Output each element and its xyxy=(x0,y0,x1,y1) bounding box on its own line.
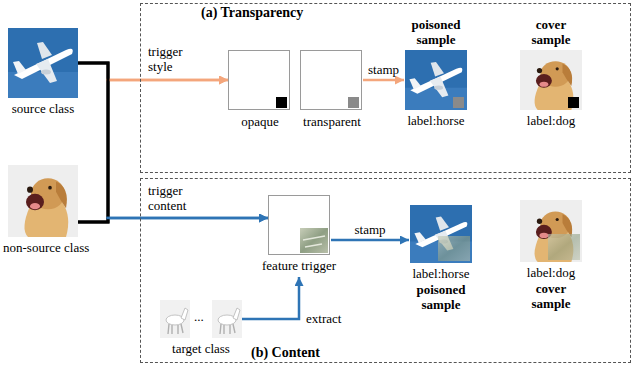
transparent-trigger xyxy=(453,97,464,108)
edge-label: stamp xyxy=(330,222,410,237)
arrow-line xyxy=(107,217,269,220)
ellipsis: ... xyxy=(194,309,204,324)
airplane-image xyxy=(410,205,472,263)
connector xyxy=(78,218,268,222)
opaque-trigger xyxy=(276,97,287,108)
edge-label: trigger content xyxy=(148,183,204,213)
dog-image xyxy=(8,165,78,237)
arrow-line xyxy=(242,277,299,319)
feature-patch xyxy=(548,234,580,260)
caption: feature trigger xyxy=(262,258,336,273)
edge-label: stamp xyxy=(362,62,405,77)
connector xyxy=(78,63,268,218)
arrow-line xyxy=(107,217,269,220)
cover-sample: label:dogcover sample xyxy=(520,200,582,262)
caption: transparent xyxy=(303,114,361,129)
dashed-panel: (a) Transparencyopaquetransparentpoisone… xyxy=(140,3,631,173)
caption: source class xyxy=(12,101,74,116)
trigger-square: opaque xyxy=(228,50,290,110)
caption: label:horse xyxy=(407,113,464,128)
sample-header: cover sample xyxy=(520,17,582,47)
caption: non-source class xyxy=(3,240,89,255)
airplane-image xyxy=(405,50,467,110)
edge-label: trigger style xyxy=(148,44,204,74)
transparent-trigger xyxy=(348,97,359,108)
feature-patch xyxy=(438,236,470,261)
caption: label:dog xyxy=(527,265,575,280)
section-title: (a) Transparency xyxy=(201,5,303,21)
sample-header: poisoned sample xyxy=(410,282,472,312)
connector xyxy=(363,80,404,81)
trigger-square: feature trigger xyxy=(268,195,330,276)
poisoned-sample: label:horsepoisoned sample xyxy=(410,205,472,263)
airplane-image xyxy=(8,28,78,98)
feature-patch xyxy=(300,228,328,253)
image-sample: non-source class xyxy=(8,165,78,237)
dashed-panel: (b) Content feature trigger label:horsepoi… xyxy=(140,178,631,363)
bracket-line xyxy=(78,80,108,222)
edge-label: extract xyxy=(306,311,341,326)
cover-sample: cover samplelabel:dog xyxy=(520,50,582,110)
arrow-line xyxy=(331,239,409,242)
connector xyxy=(78,80,228,222)
dog-image xyxy=(520,50,582,110)
bracket-line xyxy=(78,63,108,80)
caption: label:horse xyxy=(412,266,469,281)
trigger-square: transparent xyxy=(300,50,362,110)
image-sample: source class xyxy=(8,28,78,98)
connector xyxy=(242,277,299,319)
poisoned-sample: poisoned samplelabel:horse xyxy=(405,50,467,110)
arrow-line xyxy=(107,79,229,82)
caption: label:dog xyxy=(527,113,575,128)
bracket-line xyxy=(78,218,108,222)
sample-header: poisoned sample xyxy=(405,17,467,47)
connector xyxy=(331,240,409,241)
horse-image xyxy=(160,300,190,338)
patch-texture xyxy=(303,236,325,247)
caption: target class xyxy=(172,341,230,356)
arrow-line xyxy=(107,79,229,82)
horse-image xyxy=(212,300,242,338)
arrow-line xyxy=(363,79,404,82)
square-outline xyxy=(268,195,330,255)
section-title: (b) Content xyxy=(251,345,320,361)
dog-image xyxy=(520,200,582,262)
caption: opaque xyxy=(241,114,279,129)
sample-header: cover sample xyxy=(520,281,582,311)
bracket-line xyxy=(78,63,108,218)
opaque-trigger xyxy=(568,97,579,108)
